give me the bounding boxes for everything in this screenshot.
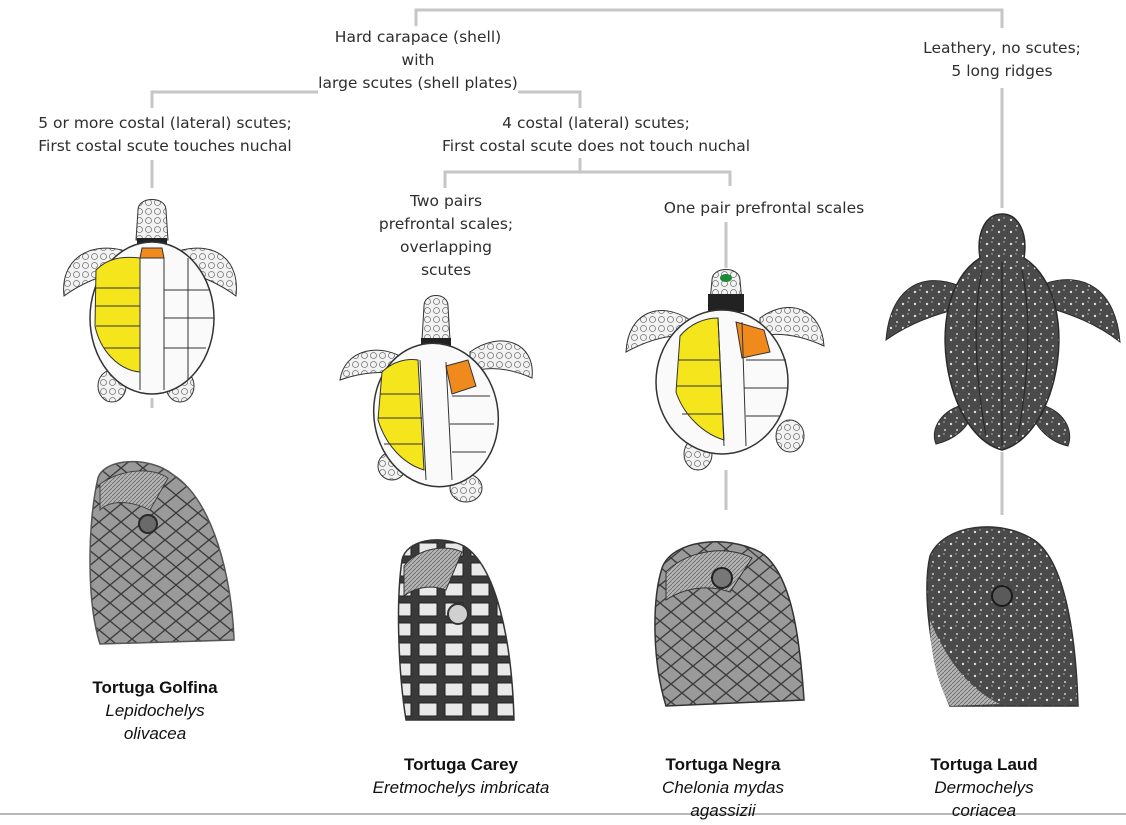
- leathery-label: Leathery, no scutes; 5 long ridges: [870, 37, 1126, 83]
- species-laud: Tortuga Laud Dermochelys coriacea: [896, 753, 1072, 822]
- costal-4-bar: [445, 172, 730, 188]
- olive-ridley-head-illustration: [90, 462, 234, 644]
- species-negra: Tortuga Negra Chelonia mydas agassizii: [620, 753, 826, 822]
- two-pairs-prefrontal-label: Two pairs prefrontal scales; overlapping…: [356, 190, 536, 282]
- hawksbill-turtle-illustration: [340, 296, 532, 503]
- species-common-name: Tortuga Golfina: [60, 676, 250, 699]
- olive-ridley-turtle-illustration: [64, 200, 237, 403]
- four-costal-scutes-label: 4 costal (lateral) scutes; First costal …: [400, 112, 792, 158]
- species-carey: Tortuga Carey Eretmochelys imbricata: [330, 753, 592, 799]
- species-common-name: Tortuga Negra: [620, 753, 826, 776]
- green-turtle-head-illustration: [655, 542, 804, 706]
- species-scientific-name: Eretmochelys imbricata: [330, 776, 592, 799]
- leatherback-turtle-illustration: [886, 214, 1120, 450]
- species-golfina: Tortuga Golfina Lepidochelys olivacea: [60, 676, 250, 745]
- leatherback-head-illustration: [927, 527, 1078, 706]
- species-scientific-name: Dermochelys coriacea: [896, 776, 1072, 822]
- species-common-name: Tortuga Carey: [330, 753, 592, 776]
- species-scientific-name: Lepidochelys olivacea: [60, 699, 250, 745]
- five-costal-scutes-label: 5 or more costal (lateral) scutes; First…: [0, 112, 330, 158]
- green-turtle-illustration: [626, 270, 824, 471]
- species-scientific-name: Chelonia mydas agassizii: [620, 776, 826, 822]
- hawksbill-head-illustration: [399, 540, 514, 720]
- species-common-name: Tortuga Laud: [896, 753, 1072, 776]
- one-pair-prefrontal-label: One pair prefrontal scales: [634, 197, 894, 220]
- hard-carapace-label: Hard carapace (shell) with large scutes …: [318, 26, 518, 95]
